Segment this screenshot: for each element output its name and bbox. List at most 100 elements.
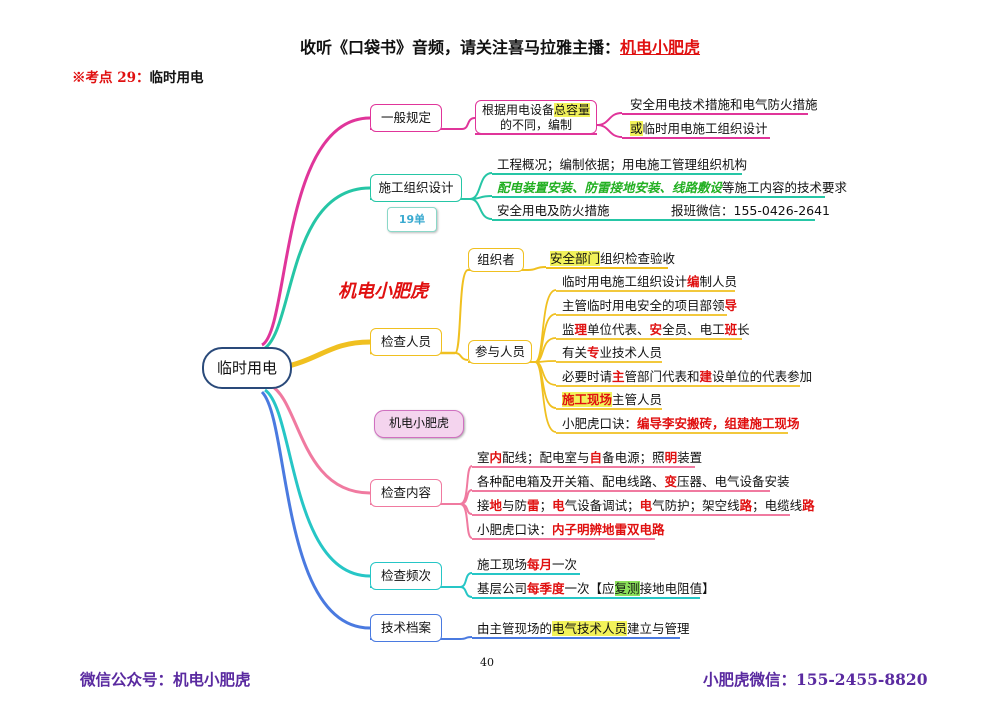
participant-5: 必要时请主管部门代表和建设单位的代表参加 — [562, 369, 812, 385]
connector-c4 — [459, 503, 473, 539]
connector-general — [261, 116, 371, 347]
connector-frequency — [264, 388, 371, 578]
f2-e: 接地电阻值】 — [639, 581, 715, 596]
p3-f: 班 — [724, 322, 738, 337]
c3-i: 气防护；架空线 — [652, 498, 740, 513]
general-note-highlight: 总容量 — [554, 103, 591, 117]
c3-k: ；电缆线 — [752, 498, 803, 513]
connector-general-leaf1 — [596, 112, 623, 126]
connector-f2 — [459, 586, 473, 598]
design-leaf3: 安全用电及防火措施 — [497, 203, 610, 218]
connector-organizer-leaf — [527, 266, 547, 271]
f2-b: 每季度 — [527, 581, 565, 596]
node-inspectors-label: 检查人员 — [380, 334, 431, 349]
content-2: 各种配电箱及开关箱、配电线路、变压器、电气设备安装 — [477, 474, 790, 490]
design-badge: 19单 — [387, 207, 437, 232]
connector-inspectors — [279, 339, 371, 371]
content-1: 室内配线；配电室与自备电源；照明装置 — [477, 450, 702, 466]
participant-7: 小肥虎口诀：编导李安搬砖，组建施工现场 — [562, 416, 800, 432]
p5-d: 建 — [699, 369, 713, 384]
p5-a: 必要时请 — [562, 369, 613, 384]
c3-g: 气设备调试； — [564, 498, 640, 513]
c1-b: 内 — [489, 450, 503, 465]
p3-a: 监 — [562, 322, 575, 337]
header-brand: 机电小肥虎 — [620, 38, 701, 57]
c1-g: 装置 — [677, 450, 703, 465]
node-content-label: 检查内容 — [380, 485, 431, 500]
p3-c: 单位代表、 — [587, 322, 650, 337]
connector-a1 — [459, 636, 473, 640]
c1-c: 配线；配电室与 — [502, 450, 590, 465]
organizer-leaf-rest: 组织检查验收 — [600, 251, 676, 266]
node-general-note: 根据用电设备总容量的不同，编制 — [475, 100, 597, 134]
participant-3: 监理单位代表、安全员、电工班长 — [562, 322, 750, 338]
general-leaf2-rest: 临时用电施工组织设计 — [642, 121, 768, 136]
participant-2: 主管临时用电安全的项目部领导 — [562, 298, 737, 314]
general-leaf1: 安全用电技术措施和电气防火措施 — [630, 97, 818, 112]
node-general: 一般规定 — [370, 104, 442, 132]
brand-tag: 机电小肥虎 — [374, 410, 464, 438]
design-leaf2-rest: 等施工内容的技术要求 — [722, 180, 848, 195]
c3-f: 电 — [552, 498, 565, 513]
c3-a: 接 — [477, 498, 490, 513]
c3-e: ； — [539, 498, 553, 513]
participant-4: 有关专业技术人员 — [562, 345, 662, 361]
node-frequency-label: 检查频次 — [380, 568, 431, 583]
p3-e: 全员、电工 — [662, 322, 725, 337]
a1-c: 建立与管理 — [627, 621, 690, 636]
connector-archive — [260, 390, 371, 630]
watermark-text: 机电小肥虎 — [338, 281, 428, 302]
node-organizer-label: 组织者 — [477, 252, 515, 267]
p3-d: 安 — [649, 322, 663, 337]
f1-b: 每月 — [527, 557, 553, 572]
connector-p7 — [534, 361, 557, 433]
p2-a: 主管临时用电安全的项目部领 — [562, 298, 725, 313]
p5-e: 设单位的代表参加 — [712, 369, 813, 384]
connector-general-leaf2 — [596, 124, 623, 138]
p6-a: 施工现场 — [562, 392, 613, 407]
footer-wechat-account: 微信公众号：机电小肥虎 — [80, 670, 251, 689]
c2-b: 变 — [664, 474, 678, 489]
f1-a: 施工现场 — [477, 557, 528, 572]
p6-b: 主管人员 — [612, 392, 663, 407]
page-number: 40 — [480, 656, 494, 669]
p4-c: 业技术人员 — [599, 345, 663, 360]
archive-1: 由主管现场的电气技术人员建立与管理 — [477, 621, 690, 637]
p5-c: 管部门代表和 — [624, 369, 700, 384]
topic-text: 临时用电 — [149, 70, 204, 86]
p4-b: 专 — [587, 345, 600, 360]
participant-6: 施工现场主管人员 — [562, 392, 662, 408]
frequency-1: 施工现场每月一次 — [477, 557, 577, 573]
topic-number: ※考点 29： — [72, 70, 150, 86]
p1-c: 制人员 — [699, 274, 738, 289]
c3-b: 地 — [489, 498, 503, 513]
topic-title: ※考点 29：临时用电 — [72, 66, 204, 86]
organizer-leaf-highlight: 安全部门 — [550, 251, 601, 266]
c1-d: 自 — [589, 450, 603, 465]
c3-c: 与防 — [502, 498, 528, 513]
p5-b: 主 — [612, 369, 625, 384]
frequency-2: 基层公司每季度一次【应复测接地电阻值】 — [477, 581, 715, 597]
p7-b: 编导李安搬砖，组建施工现场 — [637, 416, 800, 431]
connector-participants — [454, 352, 469, 361]
p1-a: 临时用电施工组织设计 — [562, 274, 688, 289]
design-leaf2: 配电装置安装、防雷接地安装、线路敷设等施工内容的技术要求 — [497, 180, 847, 196]
general-note-pre: 根据用电设备 — [481, 103, 554, 117]
general-leaf2-highlight: 或 — [630, 121, 643, 136]
c4-b: 内子明辨地雷双电路 — [552, 522, 665, 537]
a1-a: 由主管现场的 — [477, 621, 553, 636]
design-leaf1: 工程概况；编制依据；用电施工管理组织机构 — [497, 157, 748, 172]
connector-general-note — [461, 117, 476, 130]
header-prefix: 收听《口袋书》音频，请关注喜马拉雅主播： — [299, 38, 620, 57]
a1-b: 电气技术人员 — [552, 621, 628, 636]
general-leaf2: 或临时用电施工组织设计 — [630, 121, 768, 137]
connector-f1 — [459, 572, 473, 588]
organizer-leaf: 安全部门组织检查验收 — [550, 251, 675, 267]
participant-1: 临时用电施工组织设计编制人员 — [562, 274, 737, 290]
brand-tag-label: 机电小肥虎 — [388, 416, 449, 430]
connector-p4 — [534, 360, 557, 363]
design-leaf2-highlight: 配电装置安装、防雷接地安装、线路敷设 — [497, 180, 723, 195]
general-note-post: 的不同，编制 — [499, 118, 572, 132]
connector-design-leaf3 — [469, 198, 493, 220]
